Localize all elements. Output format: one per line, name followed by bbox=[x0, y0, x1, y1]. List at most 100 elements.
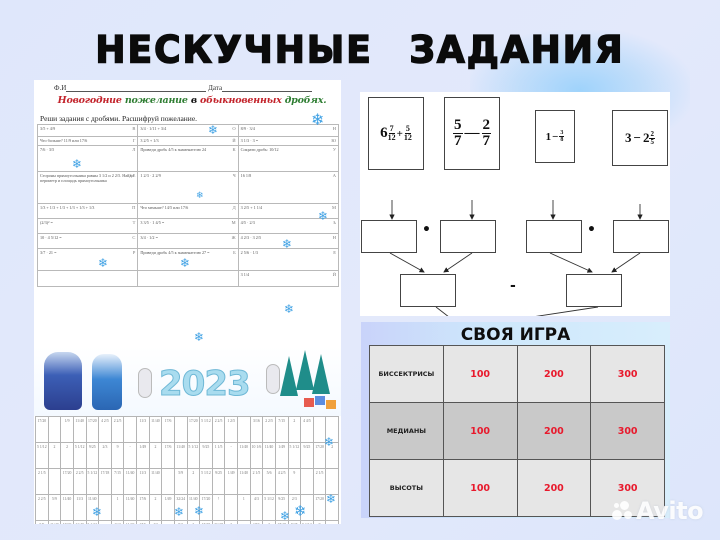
answer-grid-cell[interactable]: 2 bbox=[186, 520, 201, 524]
answer-grid-cell[interactable]: 5 1/12 bbox=[72, 442, 87, 469]
answer-grid-cell[interactable]: 5/6 bbox=[262, 468, 276, 495]
answer-grid-cell[interactable]: 5 1/12 bbox=[300, 520, 314, 524]
answer-grid-cell[interactable]: 17/6 bbox=[136, 520, 150, 524]
answer-grid-cell[interactable]: - bbox=[224, 442, 238, 469]
answer-box[interactable] bbox=[566, 274, 622, 307]
answer-grid-cell[interactable]: 4/3 bbox=[249, 494, 264, 521]
answer-grid-cell[interactable]: 1/49 bbox=[161, 494, 175, 521]
answer-grid-cell[interactable]: 11/40 bbox=[237, 442, 251, 469]
answer-grid-cell[interactable]: 17/20 bbox=[85, 416, 100, 443]
points-cell[interactable]: 300 bbox=[590, 345, 665, 403]
answer-grid-cell[interactable]: 1 2/5 bbox=[224, 416, 238, 443]
answer-grid-cell[interactable]: 2 bbox=[186, 468, 201, 495]
answer-grid-cell[interactable]: 17/20 bbox=[60, 468, 74, 495]
answer-grid-cell[interactable]: 5 1/12 bbox=[85, 520, 100, 524]
answer-grid-cell[interactable]: 5 1/12 bbox=[199, 416, 213, 443]
answer-grid-cell[interactable] bbox=[123, 416, 137, 443]
answer-grid-cell[interactable]: 1/9 bbox=[60, 416, 74, 443]
answer-grid-cell[interactable]: 2 bbox=[60, 442, 74, 469]
answer-grid-cell[interactable]: 4 4/5 bbox=[300, 416, 314, 443]
answer-grid-cell[interactable]: 9/25 bbox=[85, 442, 100, 469]
answer-grid-cell[interactable] bbox=[47, 468, 62, 495]
answer-grid-cell[interactable]: 4/3 bbox=[148, 520, 163, 524]
answer-grid-cell[interactable]: 2 1/5 bbox=[249, 468, 264, 495]
answer-grid-cell[interactable]: 9/25 bbox=[211, 468, 226, 495]
answer-grid-cell[interactable] bbox=[161, 468, 175, 495]
answer-grid-cell[interactable]: 11/40 bbox=[123, 468, 137, 495]
answer-grid-cell[interactable]: 2 bbox=[287, 416, 302, 443]
answer-grid-cell[interactable]: 11/3 bbox=[136, 468, 150, 495]
answer-grid-cell[interactable]: 11/40 bbox=[173, 442, 188, 469]
answer-grid-cell[interactable]: 5/9 bbox=[35, 520, 49, 524]
answer-grid-cell[interactable] bbox=[300, 468, 314, 495]
answer-grid-cell[interactable] bbox=[173, 416, 188, 443]
answer-grid-cell[interactable]: 10 1/6 bbox=[249, 442, 264, 469]
answer-box[interactable] bbox=[613, 220, 669, 253]
answer-grid-cell[interactable]: 5 1/12 bbox=[199, 468, 213, 495]
answer-grid-cell[interactable]: 17/18 bbox=[199, 520, 213, 524]
answer-grid-cell[interactable]: 11/40 bbox=[148, 468, 163, 495]
answer-grid-cell[interactable] bbox=[237, 416, 251, 443]
answer-grid-cell[interactable]: 17/20 bbox=[186, 416, 201, 443]
answer-grid-cell[interactable] bbox=[325, 468, 339, 495]
answer-grid-cell[interactable]: 1 1/5 bbox=[211, 442, 226, 469]
answer-grid-cell[interactable]: 5/9 bbox=[47, 494, 62, 521]
answer-grid-cell[interactable]: 11/40 bbox=[123, 520, 137, 524]
answer-grid-cell[interactable]: 11/40 bbox=[262, 442, 276, 469]
points-cell[interactable]: 200 bbox=[516, 402, 592, 460]
answer-grid-cell[interactable] bbox=[47, 416, 62, 443]
answer-grid-cell[interactable]: 17/6 bbox=[136, 494, 150, 521]
answer-grid-cell[interactable]: 11/40 bbox=[72, 520, 87, 524]
answer-grid-cell[interactable]: 11/3 bbox=[136, 416, 150, 443]
answer-grid-cell[interactable]: 5 1/12 bbox=[287, 442, 302, 469]
points-cell[interactable]: 100 bbox=[442, 459, 518, 517]
answer-grid-cell[interactable] bbox=[237, 520, 251, 524]
answer-grid-cell[interactable]: 2 1/5 bbox=[312, 468, 327, 495]
answer-grid-cell[interactable]: 17/20 bbox=[312, 494, 327, 521]
answer-box[interactable] bbox=[440, 220, 496, 253]
answer-grid-cell[interactable]: 11/40 bbox=[123, 494, 137, 521]
answer-grid-cell[interactable]: - bbox=[123, 442, 137, 469]
answer-grid-cell[interactable]: 11/3 bbox=[110, 520, 125, 524]
answer-grid-cell[interactable]: 17/20 bbox=[60, 520, 74, 524]
answer-grid-cell[interactable]: 5 1/12 bbox=[85, 468, 100, 495]
answer-grid-cell[interactable]: 11/3 bbox=[72, 494, 87, 521]
answer-grid-cell[interactable]: 2 bbox=[148, 494, 163, 521]
answer-grid-cell[interactable]: 11/40 bbox=[148, 416, 163, 443]
answer-grid-cell[interactable]: 1 bbox=[237, 494, 251, 521]
answer-grid-cell[interactable]: 2 2/5 bbox=[211, 416, 226, 443]
points-cell[interactable]: 200 bbox=[516, 345, 592, 403]
answer-grid-cell[interactable]: 1/49 bbox=[274, 442, 289, 469]
answer-grid-cell[interactable]: 3/16 bbox=[249, 416, 264, 443]
answer-box[interactable] bbox=[361, 220, 417, 253]
answer-grid-cell[interactable]: 2 bbox=[224, 520, 238, 524]
answer-grid-cell[interactable]: 26/27 bbox=[211, 520, 226, 524]
answer-grid-cell[interactable]: 11/40 bbox=[237, 468, 251, 495]
points-cell[interactable]: 200 bbox=[516, 459, 592, 517]
answer-grid-cell[interactable]: 9 bbox=[312, 520, 327, 524]
answer-grid-cell[interactable]: 9 bbox=[287, 468, 302, 495]
answer-box[interactable] bbox=[526, 220, 582, 253]
answer-grid-cell[interactable]: 2 2/5 bbox=[72, 468, 87, 495]
answer-grid-cell[interactable] bbox=[224, 494, 238, 521]
answer-grid-cell[interactable]: 7/15 bbox=[110, 468, 125, 495]
answer-grid-cell[interactable]: 11/40 bbox=[47, 520, 62, 524]
answer-grid-cell[interactable]: 17/6 bbox=[161, 442, 175, 469]
points-cell[interactable]: 300 bbox=[590, 402, 665, 460]
answer-grid-cell[interactable]: 17/20 bbox=[35, 416, 49, 443]
answer-grid-cell[interactable]: 7/15 bbox=[274, 416, 289, 443]
answer-grid-cell[interactable]: 2 2/5 bbox=[35, 494, 49, 521]
answer-grid-cell[interactable]: 5 1/12 bbox=[262, 494, 276, 521]
answer-grid-cell[interactable]: 5 1/12 bbox=[186, 442, 201, 469]
answer-grid-cell[interactable]: 4 2/5 bbox=[274, 468, 289, 495]
answer-grid-cell[interactable] bbox=[98, 520, 112, 524]
answer-grid-cell[interactable]: 2 bbox=[47, 442, 62, 469]
answer-grid-cell[interactable]: 4 2/5 bbox=[98, 416, 112, 443]
points-cell[interactable]: 100 bbox=[442, 402, 518, 460]
answer-grid-cell[interactable]: 8/3 bbox=[173, 520, 188, 524]
answer-grid-cell[interactable]: 11/40 bbox=[60, 494, 74, 521]
answer-grid-cell[interactable] bbox=[325, 520, 339, 524]
answer-grid-cell[interactable]: 5 1/12 bbox=[35, 442, 49, 469]
answer-grid-cell[interactable]: 2 bbox=[262, 520, 276, 524]
answer-grid-cell[interactable]: 11/40 bbox=[72, 416, 87, 443]
